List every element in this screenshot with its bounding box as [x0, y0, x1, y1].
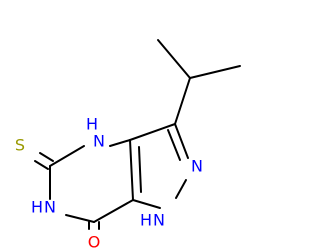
sulfur-atom-label: S	[15, 136, 25, 155]
bond-c3-n2-b	[167, 129, 181, 161]
bond-c3-ch	[174, 77, 191, 125]
n1-hydrogen-label: H	[140, 211, 152, 230]
n4-hydrogen-label: H	[86, 115, 98, 134]
bond-n4-c3a	[109, 139, 131, 147]
bond-c3-n2-a	[174, 123, 189, 159]
bond-n2-n1	[175, 179, 187, 199]
n1-atom-label: N	[153, 211, 165, 230]
bond-c5-s-b	[34, 160, 49, 170]
bond-ch-me2	[189, 65, 241, 79]
n2-atom-label: N	[191, 157, 203, 176]
n6-hydrogen-label: H	[31, 198, 43, 217]
bond-c3a-c3	[129, 123, 176, 141]
bond-c7-c7a	[93, 199, 134, 223]
atom-labels: S H N H N N H N O	[15, 115, 203, 250]
bond-c3a-c7a	[129, 139, 134, 201]
bond-c3a-c7a-inner	[138, 146, 142, 193]
bond-n1-c7a	[132, 199, 161, 209]
bond-n6-c7	[65, 214, 95, 223]
oxygen-atom-label: O	[88, 233, 101, 250]
bond-c5-n4	[49, 145, 85, 167]
bond-c5-s-a	[39, 152, 54, 162]
bond-ch-me1	[157, 39, 191, 79]
n4-atom-label: N	[93, 132, 105, 151]
bonds	[34, 39, 241, 230]
n6-atom-label: N	[44, 198, 56, 217]
molecule-structure: S H N H N N H N O	[15, 39, 241, 250]
